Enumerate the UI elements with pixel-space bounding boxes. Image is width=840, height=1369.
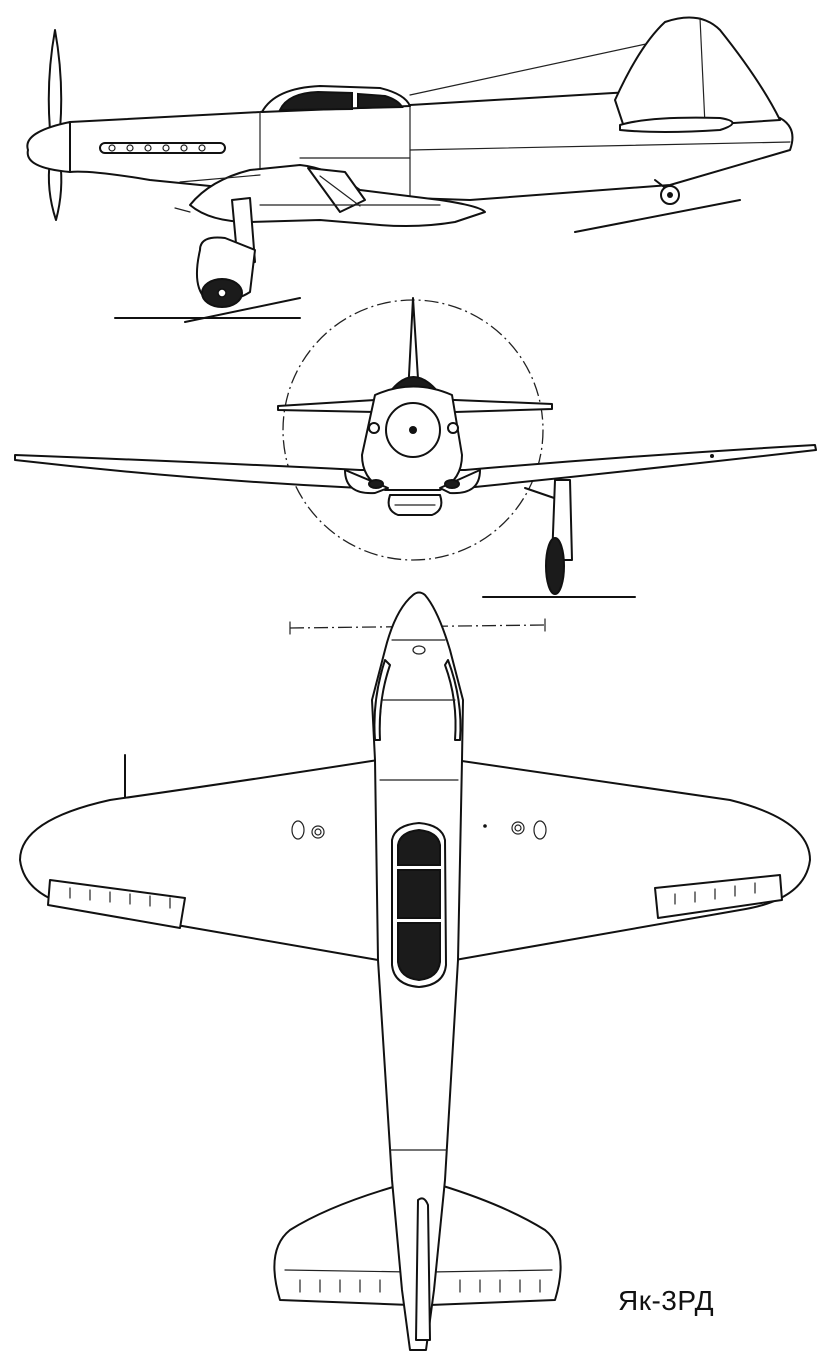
front-view <box>14 297 817 598</box>
vertical-fin <box>614 16 781 131</box>
side-view <box>26 16 794 323</box>
vertical-fin-top <box>415 1197 431 1341</box>
propeller-upper-blade <box>47 29 63 131</box>
canopy-glass <box>278 90 353 112</box>
spinner <box>26 121 71 173</box>
antenna-wire <box>409 41 656 96</box>
canopy-top-glass <box>397 828 441 866</box>
wing-front <box>14 444 817 489</box>
horizontal-stabilizer <box>619 116 734 133</box>
aircraft-designation: Як-3РД <box>618 1285 715 1316</box>
ground-line-tail <box>574 199 741 233</box>
aileron-left <box>47 879 186 929</box>
aileron-right <box>654 874 783 919</box>
main-wheel-front <box>545 537 565 595</box>
top-view <box>19 591 811 1351</box>
